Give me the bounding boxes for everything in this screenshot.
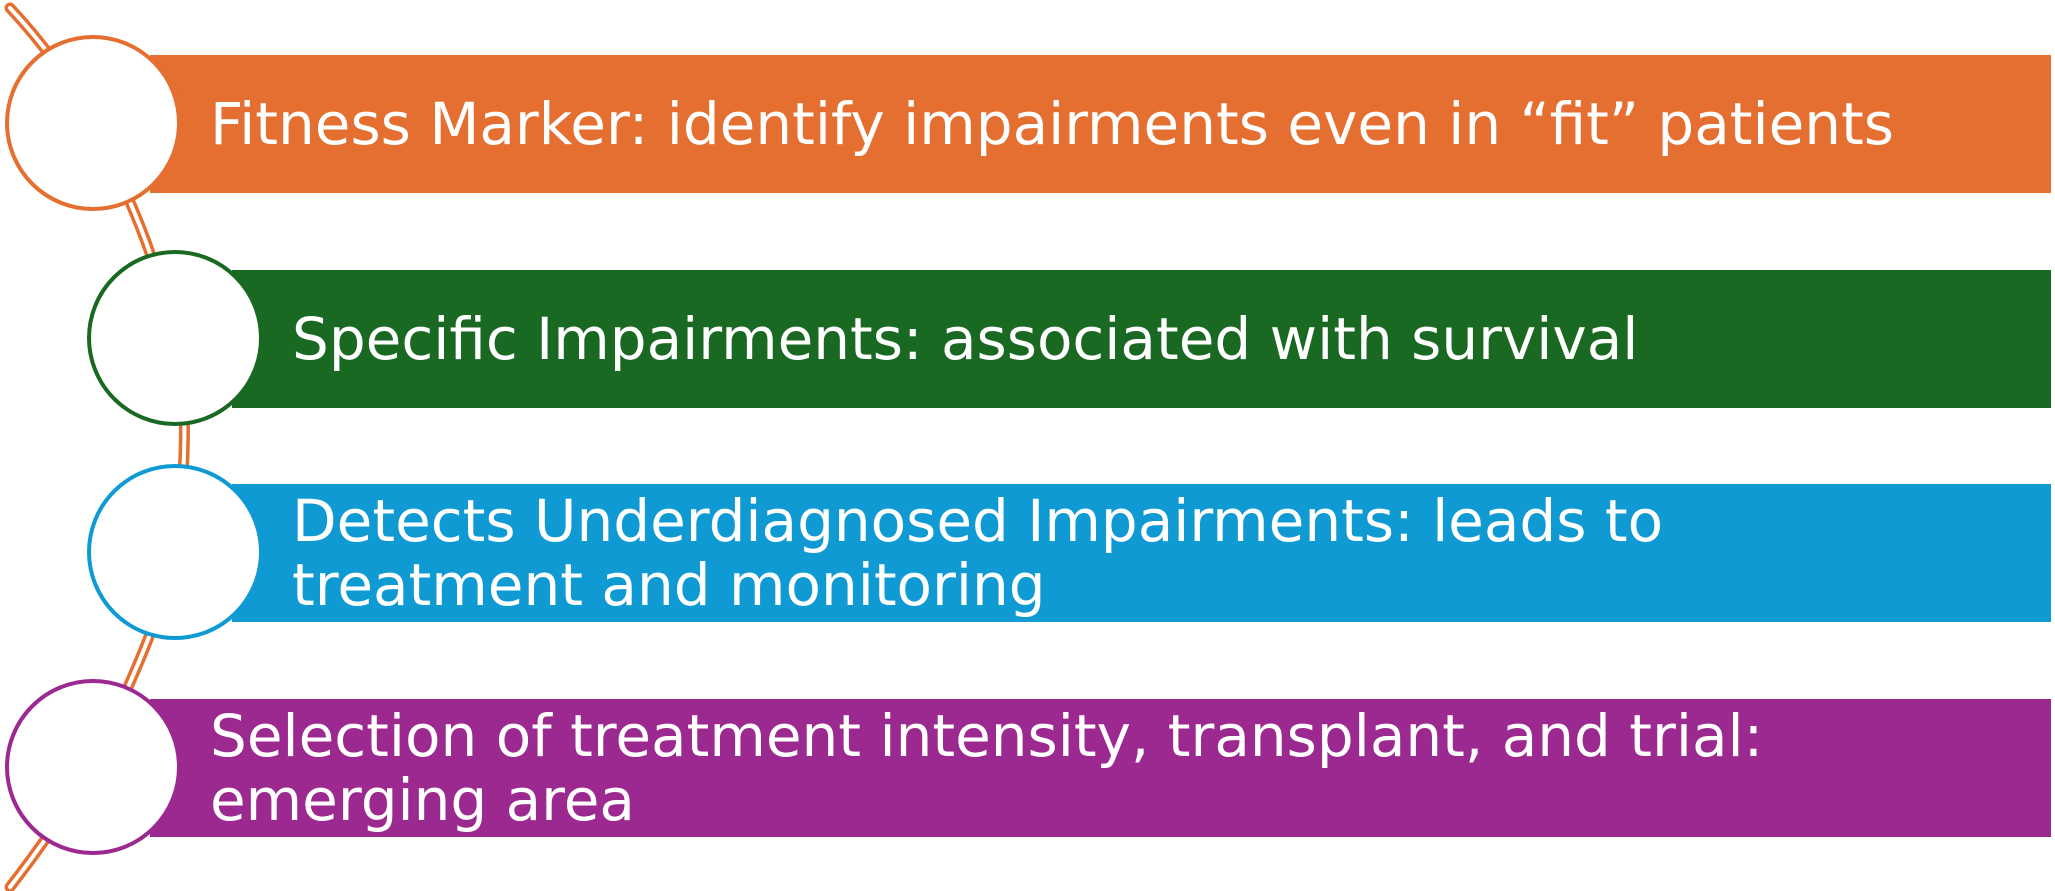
bar-detects-underdiagnosed-text: Detects Underdiagnosed Impairments: lead… [292,487,1664,619]
bar-detects-underdiagnosed: Detects Underdiagnosed Impairments: lead… [232,484,2051,622]
bar-specific-impairments: Specific Impairments: associated with su… [232,270,2051,408]
bar-fitness-marker: Fitness Marker: identify impairments eve… [150,55,2051,193]
bar-specific-impairments-text: Specific Impairments: associated with su… [292,305,1639,373]
bar-fitness-marker-text: Fitness Marker: identify impairments eve… [210,90,1895,158]
bar-selection-of-treatment-text: Selection of treatment intensity, transp… [210,702,1764,834]
circle-marker-3 [87,464,263,640]
circle-marker-4 [5,679,181,855]
bar-selection-of-treatment: Selection of treatment intensity, transp… [150,699,2051,837]
circle-marker-1 [5,35,181,211]
circle-marker-2 [87,250,263,426]
